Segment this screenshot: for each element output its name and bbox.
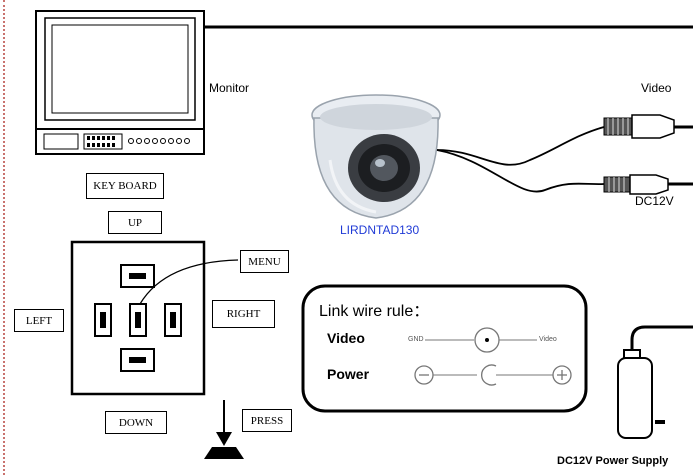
- wire-rule-power-label: Power: [327, 366, 370, 382]
- menu-key-label: MENU: [240, 250, 289, 273]
- monitor-icon: [35, 10, 205, 155]
- down-text: DOWN: [118, 416, 154, 429]
- keyboard-title-box: KEY BOARD: [86, 173, 164, 199]
- dome-camera-icon: [311, 94, 441, 219]
- keyboard-panel: [70, 240, 239, 396]
- keyboard-title: KEY BOARD: [93, 180, 157, 192]
- wire-rule-video-label: Video: [327, 330, 365, 346]
- video-connector-icon: [603, 114, 693, 139]
- right-text: RIGHT: [226, 308, 261, 320]
- wire-rule-title: Link wire rule：: [319, 303, 430, 320]
- press-key-label: PRESS: [242, 409, 292, 432]
- menu-text: MENU: [248, 255, 281, 268]
- monitor-label: Monitor: [209, 81, 250, 95]
- power-supply-icon: [617, 325, 693, 439]
- power-cable: [436, 149, 605, 193]
- right-key-label: RIGHT: [212, 300, 275, 328]
- video-cable: [436, 126, 605, 166]
- press-arrow-icon: [204, 400, 244, 459]
- left-text: LEFT: [25, 314, 53, 327]
- up-text: UP: [127, 216, 143, 229]
- wire-rule-video-end-text: Video: [539, 336, 557, 343]
- margin-dotted-line: [3, 0, 5, 475]
- power-connector-icon: [603, 174, 693, 195]
- wire-rule-box: [301, 284, 588, 413]
- dc-cable-label: DC12V: [635, 194, 674, 208]
- up-key-label: UP: [108, 211, 162, 234]
- wire-rule-gnd-text: GND: [408, 336, 424, 343]
- video-cable-label: Video: [641, 81, 672, 95]
- press-text: PRESS: [250, 414, 284, 427]
- down-key-label: DOWN: [105, 411, 167, 434]
- camera-model-label: LIRDNTAD130: [340, 223, 420, 237]
- left-key-label: LEFT: [14, 309, 64, 332]
- power-supply-label: DC12V Power Supply: [557, 455, 669, 467]
